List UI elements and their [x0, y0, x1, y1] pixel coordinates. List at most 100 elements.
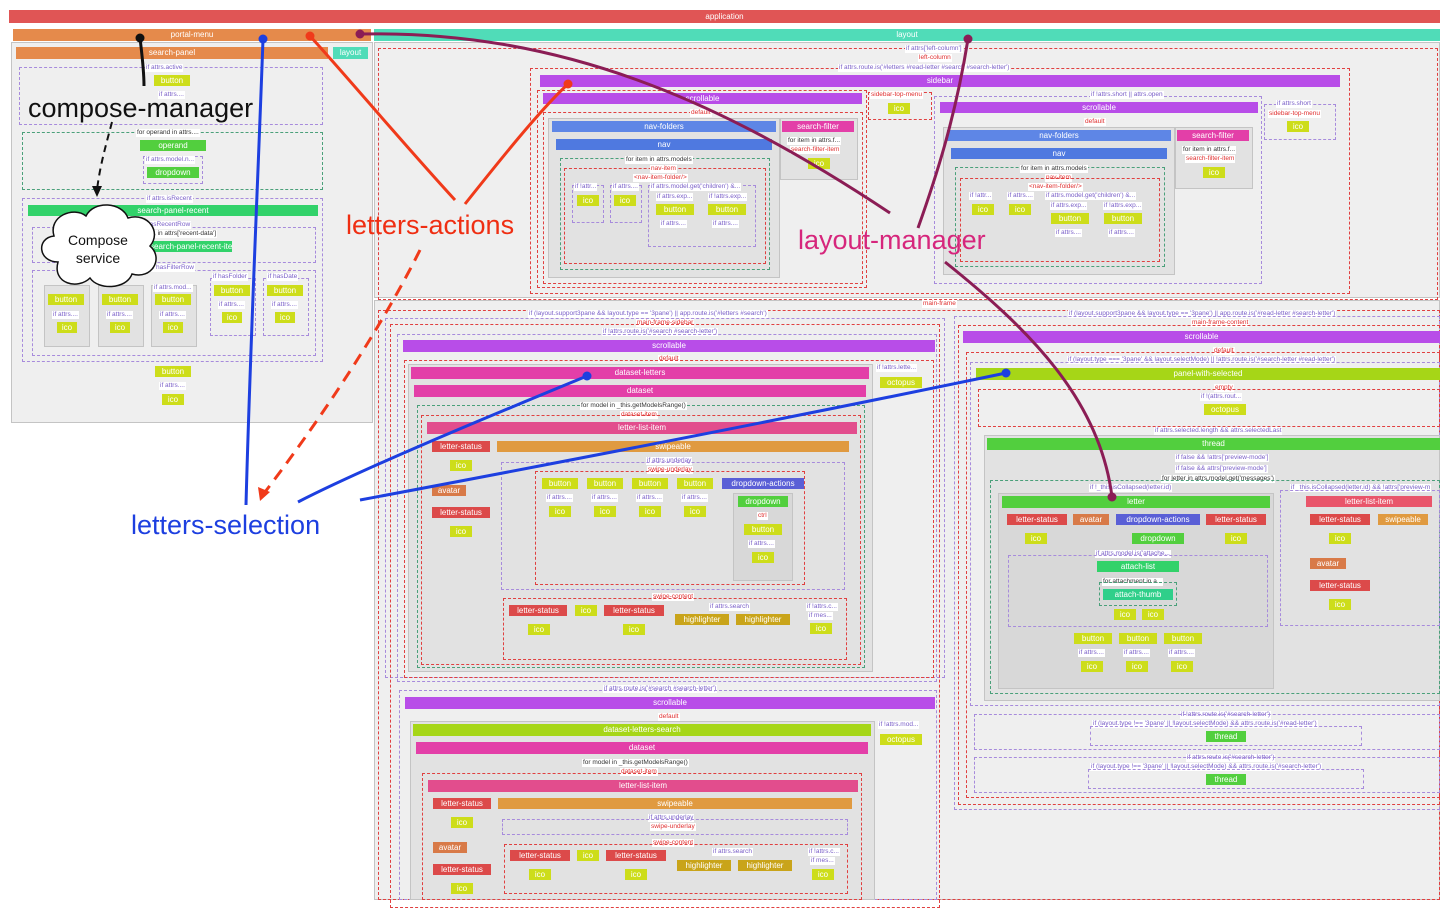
- button-box: button: [267, 285, 303, 296]
- if-layout-not-3pane-read-text: if (layout.type !== '3pane' || !layout.s…: [1092, 720, 1318, 728]
- nav-item-folder-text: <nav-item-folder/>: [1028, 183, 1083, 191]
- nav-folders-bar: nav-folders: [947, 130, 1171, 141]
- compose-manager-dot: [135, 33, 145, 43]
- if-attache-text: if attrs.model.is('attache...: [1095, 550, 1171, 558]
- sidebar-top-menu-text: sidebar-top-menu: [1268, 110, 1321, 118]
- if-attrs-search-text: if attrs.search: [712, 848, 754, 856]
- if-mes-text: if mes...: [808, 612, 833, 620]
- scrollable-bar: scrollable: [403, 340, 935, 352]
- ico-box: ico: [1171, 661, 1193, 672]
- layout-manager-dot-2: [963, 34, 973, 44]
- if-isCollapsed-text: if !_this.isCollapsed(letter.id): [1089, 484, 1173, 492]
- for-recent-text: for ... in attrs['recent-data']: [140, 230, 218, 238]
- letter-list-item-bar: letter-list-item: [428, 780, 858, 792]
- letter-status-box: letter-status: [1310, 580, 1370, 591]
- highlighter-box: highlighter: [677, 860, 731, 871]
- if-attrs-text: if attrs....: [1007, 192, 1034, 200]
- compose-service-label-1: Compose: [68, 232, 128, 248]
- layout-manager-dot-1: [355, 29, 365, 39]
- if-attrs-active-text: if attrs.active: [145, 64, 184, 72]
- ico-box: ico: [812, 869, 834, 880]
- octopus-box: octopus: [880, 377, 922, 388]
- letters-actions-dot-1: [305, 31, 315, 41]
- if-attrs-text: if attrs....: [1123, 649, 1150, 657]
- button-box: button: [214, 285, 250, 296]
- sidebar-top-menu-text: sidebar-top-menu: [870, 91, 923, 99]
- if-attr-text: if !attr...: [969, 192, 993, 200]
- button-box: button: [677, 478, 713, 489]
- ico-box: ico: [529, 869, 551, 880]
- letter-status-box: letter-status: [604, 605, 664, 616]
- button-box: button: [154, 75, 190, 86]
- default-text: default: [1084, 118, 1106, 126]
- letter-bar: letter: [1002, 496, 1270, 508]
- letters-selection-dot-2: [582, 371, 592, 381]
- compose-service-label-2: service: [75, 250, 121, 266]
- search-filter-bar: search-filter: [1177, 130, 1249, 141]
- ico-box: ico: [639, 506, 661, 517]
- if-attrs-c-text: if !attrs.c...: [806, 603, 838, 611]
- if-route-search-letter-text: if attrs.route.is('#search #search-lette…: [603, 685, 718, 693]
- ico-box: ico: [1203, 167, 1225, 178]
- if-hasRecentRow-text: if hasRecentRow: [140, 221, 192, 229]
- swipe-underlay-text: swipe-underlay: [650, 823, 696, 831]
- ico-box: ico: [451, 883, 473, 894]
- letter-status-box: letter-status: [432, 441, 490, 452]
- ico-box: ico: [1287, 121, 1309, 132]
- if-mes-text: if mes...: [810, 857, 835, 865]
- nav-item-box: [960, 178, 1160, 262]
- for-attachment-box: [1099, 582, 1177, 606]
- if-exp-text: if attrs.exp...: [1050, 202, 1088, 210]
- letters-selection-dot-1: [258, 34, 268, 44]
- dataset-letters-bar: dataset-letters: [411, 367, 869, 379]
- dataset-item-box: [421, 415, 861, 665]
- if-attrs-text: if attrs....: [748, 540, 775, 548]
- compose-manager-line: [138, 37, 146, 87]
- if-underlay-text: if attrs.underlay: [648, 814, 695, 822]
- attach-list-bar: attach-list: [1097, 561, 1179, 572]
- for-model-range-text: for model in _this.getModelsRange(): [582, 759, 689, 767]
- if-not-exp-text: if !attrs.exp...: [708, 193, 748, 201]
- ico-box: ico: [57, 322, 77, 333]
- ico-box: ico: [222, 312, 242, 323]
- if-route-letters-text: if attrs.route.is('#letters #read-letter…: [838, 64, 1011, 72]
- if-layout-not-3pane-read-box: [1090, 726, 1362, 746]
- ico-box: ico: [810, 623, 832, 634]
- for-operand-text: for operand in attrs....: [136, 129, 200, 137]
- recent-item-box: search-panel-recent-item: [150, 241, 232, 252]
- ico-box: ico: [577, 850, 599, 861]
- if-attrs-text: if attrs....: [591, 494, 618, 502]
- nav-bar: nav: [556, 139, 772, 150]
- if-attrs-text: if attrs....: [159, 382, 186, 390]
- if-short-open-text: if !attrs.short || attrs.open: [1090, 91, 1164, 99]
- letter-list-item-bar: letter-list-item: [1306, 496, 1432, 507]
- highlighter-box: highlighter: [736, 614, 790, 625]
- button-box: button: [744, 524, 782, 535]
- if-hasFolder-text: if hasFolder: [212, 273, 248, 281]
- letter-status-box: letter-status: [432, 507, 490, 518]
- ico-box: ico: [450, 460, 472, 471]
- dropdown-box: dropdown: [1132, 533, 1184, 544]
- letter-status-box: letter-status: [509, 605, 567, 616]
- layout-bar: layout: [374, 29, 1440, 41]
- default-text: default: [690, 109, 712, 117]
- main-frame-sidebar-text: main-frame-sidebar: [636, 319, 695, 327]
- letters-actions-label: letters-actions: [346, 210, 515, 240]
- letter-status-box: letter-status: [510, 850, 570, 861]
- if-attrs-text: if attrs....: [158, 91, 185, 99]
- search-panel-bar: search-panel: [16, 47, 328, 59]
- ico-box: ico: [1126, 661, 1148, 672]
- button-box: button: [587, 478, 623, 489]
- search-filter-bar: search-filter: [782, 121, 854, 132]
- ico-box: ico: [450, 526, 472, 537]
- ico-box: ico: [1225, 533, 1247, 544]
- ico-box: ico: [625, 869, 647, 880]
- letters-actions-arrowhead: [258, 487, 270, 501]
- letter-status-box: letter-status: [1310, 514, 1370, 525]
- layout-small-bar: layout: [333, 47, 368, 59]
- if-underlay-text: if attrs.underlay: [646, 457, 693, 465]
- panel-with-selected-bar: panel-with-selected: [976, 368, 1440, 380]
- nav-item-text: nav-item: [650, 165, 677, 173]
- if-layout-not-3pane-search-text: if (layout.type !== '3pane' || !layout.s…: [1090, 763, 1323, 771]
